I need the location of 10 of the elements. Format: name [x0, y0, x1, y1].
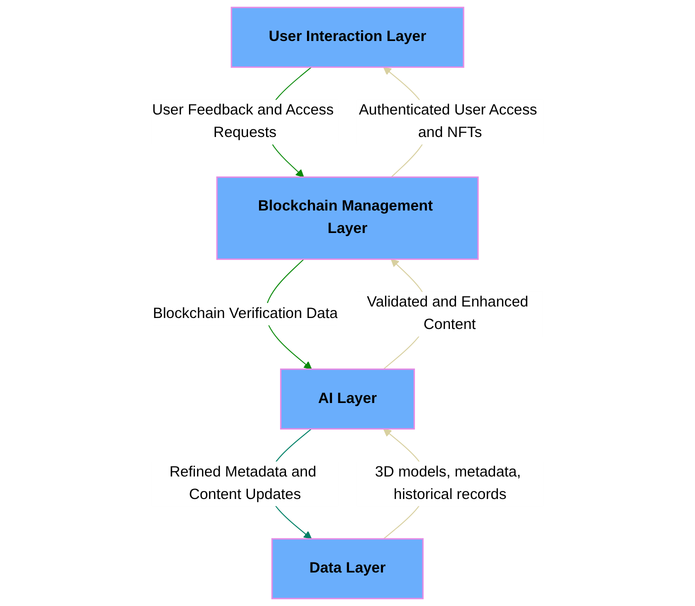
edge-label: Refined Metadata and Content Updates [169, 464, 316, 503]
node-box: AI Layer [280, 368, 415, 430]
node-box: Blockchain Management Layer [216, 176, 479, 260]
node-box: User Interaction Layer [230, 6, 464, 68]
edge-label: Validated and Enhanced Content [366, 294, 528, 333]
edge-label: User Feedback and Access Requests [152, 102, 334, 141]
edge-label: Authenticated User Access and NFTs [358, 102, 538, 141]
edge-label: Blockchain Verification Data [152, 306, 338, 322]
edge-label: 3D models, metadata, historical records [375, 464, 521, 503]
node-box: Data Layer [271, 538, 424, 600]
